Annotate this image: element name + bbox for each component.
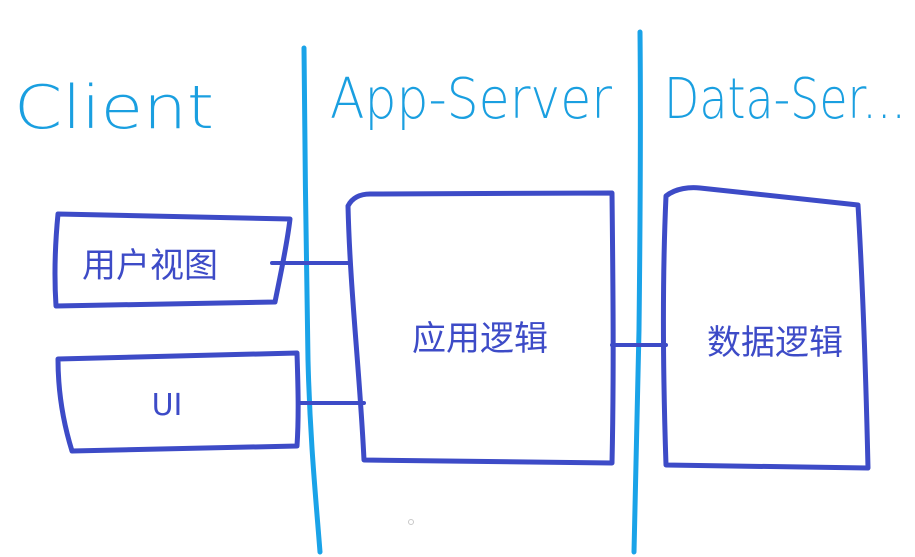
divider-client-app <box>301 45 323 555</box>
ui-label: UI <box>152 388 183 423</box>
stray-dot <box>408 519 414 525</box>
data-server-column-heading: Data-Ser... <box>664 67 906 132</box>
app-logic-box <box>345 190 616 466</box>
data-logic-label: 数据逻辑 <box>707 323 843 363</box>
user-view-box <box>52 211 293 309</box>
divider-app-data <box>631 29 643 555</box>
app-logic-label: 应用逻辑 <box>412 319 548 359</box>
app-server-column-heading: App-Server <box>330 67 612 132</box>
data-logic-box <box>660 185 871 471</box>
ui-box <box>55 350 301 454</box>
user-view-label: 用户视图 <box>82 246 218 286</box>
client-column-heading: Client <box>14 73 214 143</box>
